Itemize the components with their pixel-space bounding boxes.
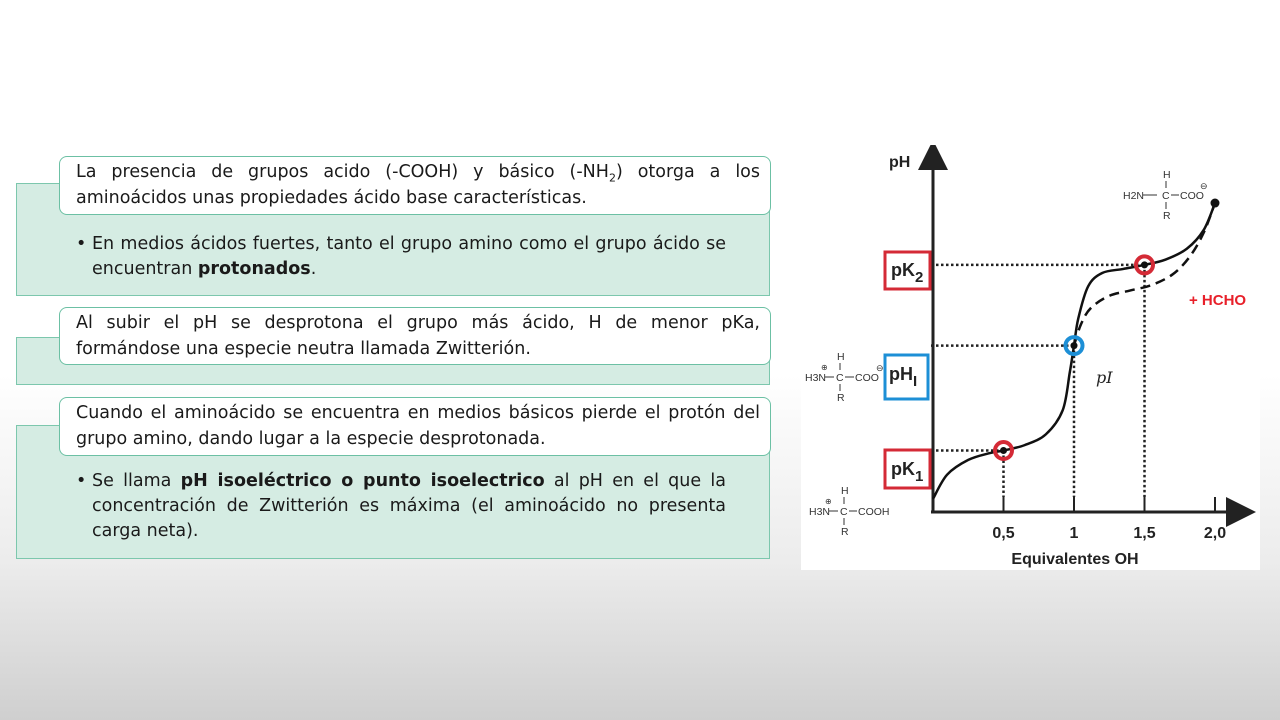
svg-text:⊕: ⊕ xyxy=(825,497,832,506)
endpoint-dot xyxy=(1210,198,1220,208)
svg-text:R: R xyxy=(841,526,849,538)
curves xyxy=(931,202,1217,500)
svg-text:C: C xyxy=(1162,190,1170,202)
svg-text:R: R xyxy=(837,392,845,404)
x-tick-group: 0,5 1 1,5 2,0 xyxy=(992,497,1226,542)
svg-text:⊖: ⊖ xyxy=(1200,181,1208,191)
svg-text:pHI: pHI xyxy=(889,364,917,390)
point-dot-pHI xyxy=(1070,342,1078,350)
svg-text:C: C xyxy=(840,506,848,518)
bullet-1: • En medios ácidos fuertes, tanto el gru… xyxy=(76,232,726,282)
header-box-3: Cuando el aminoácido se encuentra en med… xyxy=(59,397,771,456)
marker-pk1: pK1 xyxy=(883,448,932,490)
header-1-subscript: 2 xyxy=(608,171,616,185)
titration-curve-hcho xyxy=(1072,202,1217,346)
point-dot-pK2 xyxy=(1141,261,1148,269)
svg-text:R: R xyxy=(1163,210,1171,222)
point-ring-pK1 xyxy=(993,440,1014,462)
titration-chart: pH Equivalentes OH 0,5 1 1,5 2,0 pK2 pHI pK… xyxy=(801,145,1260,570)
svg-text:COO: COO xyxy=(855,372,879,384)
bullet-3-text: Se llama pH isoeléctrico o punto isoelec… xyxy=(92,471,726,541)
molecule-zwitterion: H ⊕ H3N C COO ⊖ R xyxy=(805,351,884,404)
header-1-text-a: La presencia de grupos acido (-COOH) y b… xyxy=(76,162,609,182)
bullet-3: • Se llama pH isoeléctrico o punto isoel… xyxy=(76,469,726,544)
svg-text:COO: COO xyxy=(1180,190,1204,202)
svg-text:pK1: pK1 xyxy=(891,459,923,485)
bullet-1-text: En medios ácidos fuertes, tanto el grupo… xyxy=(92,234,726,279)
x-tick-label: 1,5 xyxy=(1133,525,1155,542)
svg-text:H2N: H2N xyxy=(1123,190,1144,202)
svg-text:⊖: ⊖ xyxy=(876,363,884,373)
point-dot-pK1 xyxy=(1000,447,1007,455)
svg-text:pK2: pK2 xyxy=(891,260,923,286)
point-ring-pHI xyxy=(1063,335,1085,357)
y-axis-label: pH xyxy=(889,154,910,171)
point-ring-pK2 xyxy=(1134,254,1155,276)
bullet-3-bold: pH isoeléctrico o punto isoelectrico xyxy=(180,471,545,491)
x-tick-label: 1 xyxy=(1070,525,1079,542)
header-box-1: La presencia de grupos acido (-COOH) y b… xyxy=(59,156,771,215)
svg-text:⊕: ⊕ xyxy=(821,363,828,372)
guide-lines xyxy=(931,263,1146,497)
marker-pk2: pK2 xyxy=(883,250,932,291)
svg-text:H: H xyxy=(841,485,849,497)
header-3-text: Cuando el aminoácido se encuentra en med… xyxy=(76,403,760,449)
bullet-1-bold: protonados xyxy=(197,259,311,279)
x-tick-label: 0,5 xyxy=(992,525,1014,542)
svg-text:H: H xyxy=(837,351,845,363)
bullet-dot: • xyxy=(76,471,87,491)
hcho-annotation: + HCHO xyxy=(1189,292,1246,309)
svg-text:H: H xyxy=(1163,169,1171,181)
x-tick-label: 2,0 xyxy=(1204,525,1226,542)
molecule-basic-form: H H2N C COO ⊖ R xyxy=(1123,169,1208,222)
marker-phi: pHI xyxy=(883,353,930,401)
molecule-acid-form: H ⊕ H3N C COOH R xyxy=(809,485,890,538)
svg-text:C: C xyxy=(836,372,844,384)
svg-text:H3N: H3N xyxy=(809,506,830,518)
titration-curve xyxy=(931,202,1217,500)
bullet-dot: • xyxy=(76,234,87,254)
header-1-text-b: ) otorga a los aminoácidos unas propieda… xyxy=(76,162,761,208)
pi-annotation: pI xyxy=(1096,368,1113,387)
x-axis-label: Equivalentes OH xyxy=(1011,551,1138,568)
titration-chart-svg: pH Equivalentes OH 0,5 1 1,5 2,0 pK2 pHI pK… xyxy=(805,145,1256,568)
svg-text:H3N: H3N xyxy=(805,372,826,384)
header-box-2: Al subir el pH se desprotona el grupo má… xyxy=(59,307,771,365)
header-2-text: Al subir el pH se desprotona el grupo má… xyxy=(76,313,760,359)
svg-text:COOH: COOH xyxy=(858,506,890,518)
marked-points xyxy=(993,198,1220,462)
